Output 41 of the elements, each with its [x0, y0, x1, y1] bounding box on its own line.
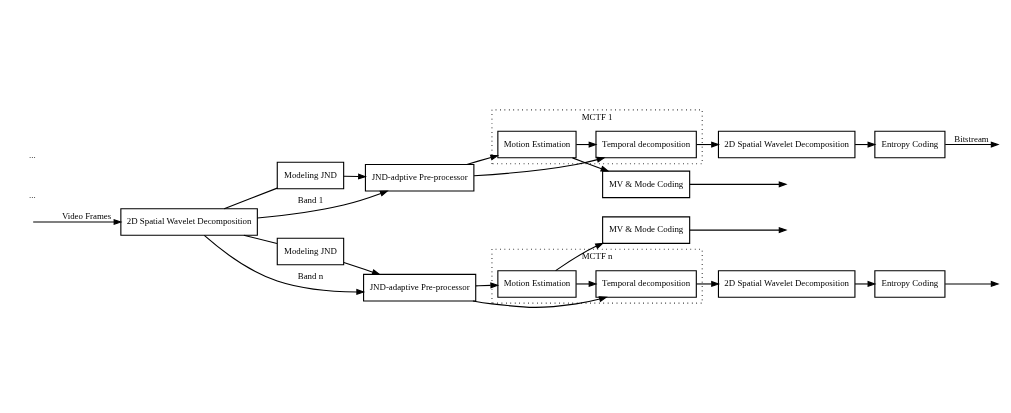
edge-label: Band n [297, 270, 324, 281]
arrow [555, 242, 605, 272]
node-box: JND-adptive Pre-processor [364, 163, 475, 192]
arrow [695, 280, 721, 288]
arrow [473, 156, 606, 177]
arrow [466, 154, 500, 165]
arrow [944, 280, 1000, 288]
arrow [944, 141, 1000, 148]
arrow [689, 181, 788, 188]
node-box: MV & Mode Coding [602, 216, 691, 244]
arrow [475, 282, 500, 289]
arrow [256, 190, 389, 219]
node-box: Modeling JND [276, 237, 345, 266]
node-box: Entropy Coding [874, 130, 946, 159]
arrow [575, 280, 598, 288]
node-box: 2D Spatial Wavelet Decomposition [717, 270, 856, 298]
connector [223, 187, 278, 210]
arrow [472, 296, 608, 308]
node-box: 2D Spatial Wavelet Decomposition [717, 130, 856, 159]
edge-label: Bitstream [954, 134, 989, 145]
arrow [203, 234, 366, 296]
node-box: Temporal decomposition [595, 130, 697, 159]
node-box: Entropy Coding [874, 270, 946, 298]
node-box: Modeling JND [276, 161, 345, 190]
edge-label: Video Frames [61, 211, 112, 222]
edge-label: Band 1 [297, 194, 324, 205]
arrow [571, 157, 610, 172]
node-box: 2D Spatial Wavelet Decomposition [120, 208, 258, 236]
label: ... [29, 149, 36, 160]
arrow [575, 141, 598, 148]
node-box: JND-adaptive Pre-processor [363, 273, 477, 302]
node-box: Temporal decomposition [595, 270, 697, 298]
connector [243, 234, 278, 244]
node-box: Motion Estimation [497, 270, 577, 298]
arrow [343, 261, 381, 275]
arrow [689, 227, 788, 234]
arrow [854, 280, 877, 288]
node-box: Motion Estimation [497, 130, 577, 159]
label: ... [29, 189, 36, 200]
node-box: MV & Mode Coding [602, 170, 691, 199]
arrow [32, 218, 123, 226]
